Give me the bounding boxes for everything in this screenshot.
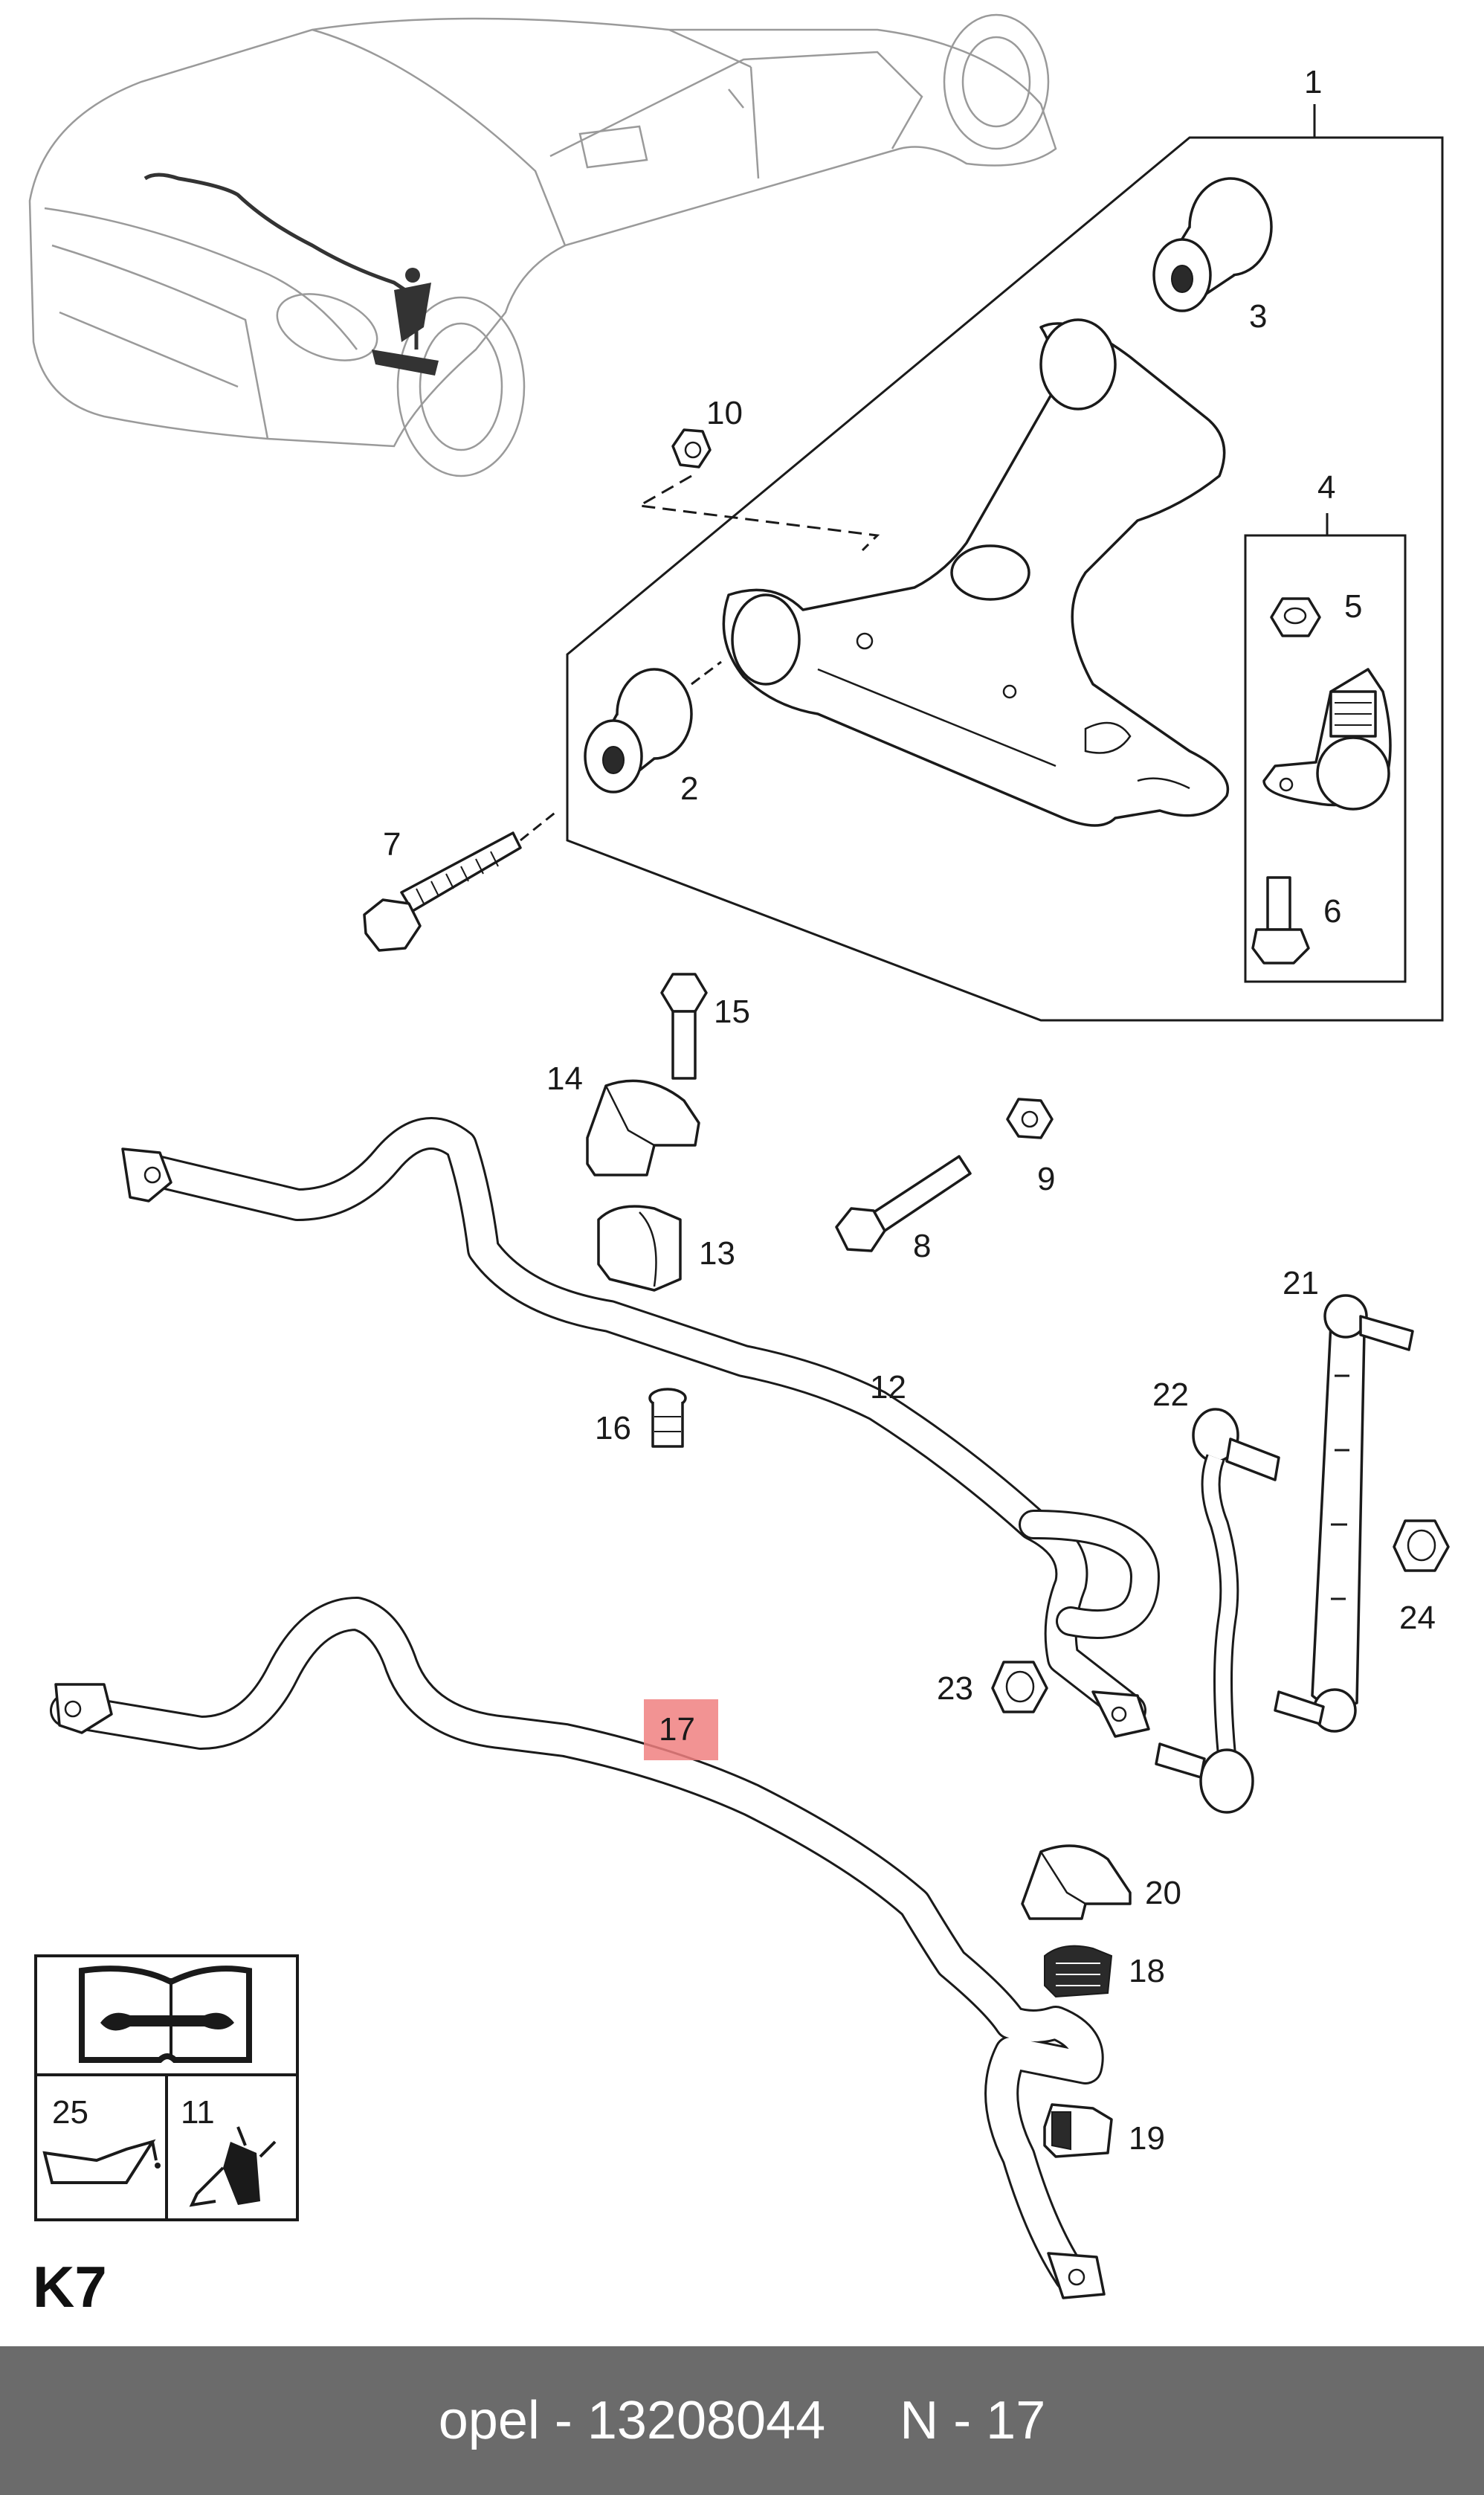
label-16: 16	[595, 1410, 631, 1446]
group-box-1	[566, 136, 1444, 1022]
label-8: 8	[913, 1228, 931, 1264]
label-13: 13	[699, 1235, 735, 1272]
vehicle-outline	[28, 13, 1057, 477]
control-arm	[722, 318, 1230, 827]
clamp-part-20	[1021, 1844, 1132, 1920]
bolt-part-8	[835, 1155, 972, 1252]
bushing-part-13	[597, 1205, 682, 1292]
label-10: 10	[706, 395, 743, 431]
label-24: 24	[1399, 1600, 1436, 1636]
link-part-21	[1274, 1294, 1414, 1733]
bolt-part-15	[660, 973, 708, 1080]
nut-part-24	[1393, 1519, 1450, 1572]
bushing-part-2	[584, 668, 693, 793]
label-17: 17	[659, 1711, 695, 1748]
label-3: 3	[1249, 298, 1267, 335]
label-9: 9	[1037, 1161, 1055, 1197]
link-part-22	[1155, 1408, 1280, 1814]
label-7: 7	[383, 826, 401, 863]
footer-position: N - 17	[900, 2391, 1046, 2450]
nut-part-10	[671, 428, 712, 469]
bushing-part-18	[1044, 1945, 1113, 1998]
plug-part-16	[648, 1388, 687, 1448]
bolt-part-6	[1251, 876, 1310, 965]
manual-wrench-icon	[79, 1966, 252, 2063]
label-6: 6	[1323, 893, 1341, 930]
label-23: 23	[937, 1670, 973, 1707]
page-code: K7	[33, 2254, 107, 2319]
label-4: 4	[1317, 469, 1335, 506]
bushing-part-19	[1043, 2103, 1113, 2158]
label-20: 20	[1145, 1875, 1181, 1911]
label-19: 19	[1129, 2120, 1165, 2157]
parts-diagram: 1 3 10 2 7	[28, 13, 1450, 2299]
nut-part-23	[991, 1661, 1048, 1713]
label-14: 14	[546, 1060, 583, 1097]
nut-part-9	[1006, 1098, 1054, 1139]
label-1: 1	[1304, 64, 1322, 100]
footer-part-number: opel - 13208044	[438, 2391, 826, 2450]
oil-can-icon	[42, 2139, 161, 2184]
clamp-part-14	[586, 1079, 700, 1176]
label-15: 15	[714, 994, 750, 1030]
bolt-part-7	[363, 831, 522, 952]
label-25: 25	[52, 2094, 88, 2131]
label-21: 21	[1283, 1265, 1319, 1301]
label-5: 5	[1344, 588, 1362, 625]
label-2: 2	[680, 770, 698, 807]
bushing-part-3	[1152, 177, 1273, 312]
label-12: 12	[870, 1369, 906, 1406]
stabilizer-bar-part-17	[50, 1597, 1106, 2299]
nut-part-5	[1270, 597, 1321, 637]
grease-gun-icon	[189, 2126, 277, 2207]
ball-joint	[1262, 668, 1392, 811]
footer-bar: opel - 13208044 N - 17	[0, 2346, 1484, 2495]
label-11: 11	[181, 2094, 215, 2131]
label-18: 18	[1129, 1953, 1165, 1989]
stabilizer-bar-part-12	[121, 1117, 1161, 1738]
highlight-box-17	[644, 1699, 718, 1760]
group-box-4	[1244, 534, 1407, 983]
label-22: 22	[1152, 1377, 1189, 1413]
